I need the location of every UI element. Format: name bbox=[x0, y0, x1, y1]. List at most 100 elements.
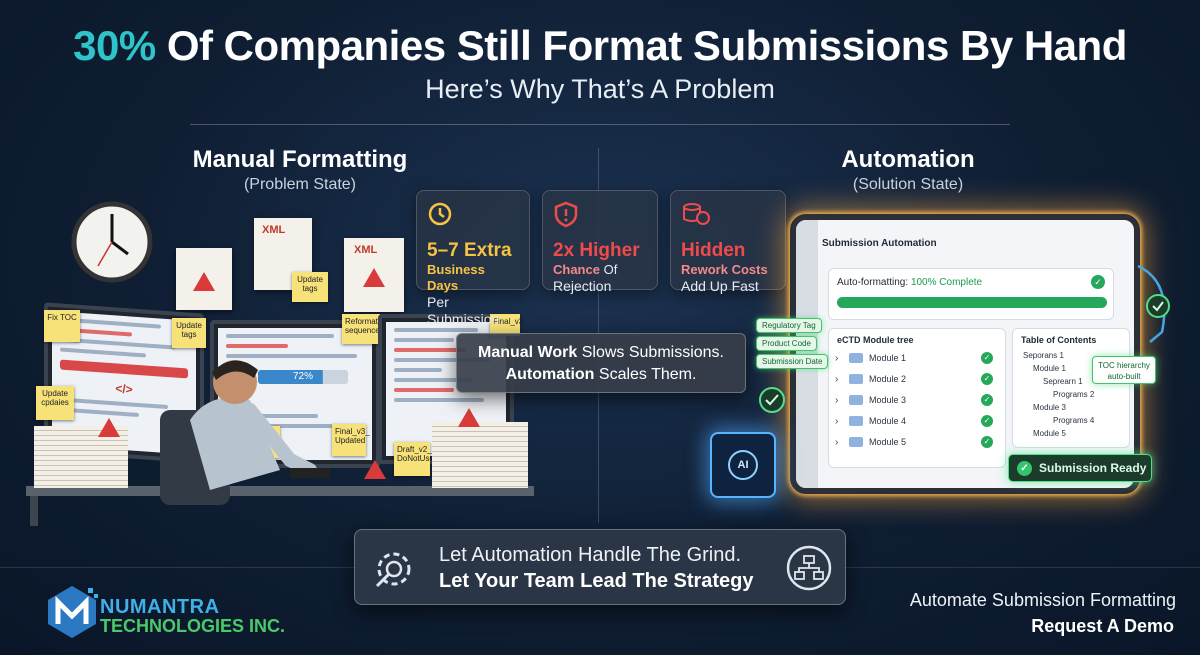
module-row[interactable]: › Module 1 ✓ bbox=[829, 349, 1005, 370]
manual-formatting-subtitle: (Problem State) bbox=[243, 176, 357, 193]
stat-rejection-of: Of bbox=[603, 262, 618, 277]
module-row[interactable]: › Module 2 ✓ bbox=[829, 370, 1005, 391]
automation-title: Automation bbox=[841, 146, 975, 173]
toc-item[interactable]: Seporans 1 bbox=[1023, 351, 1064, 360]
paper-stack bbox=[432, 422, 528, 488]
logo-subname: TECHNOLOGIES INC. bbox=[100, 616, 286, 636]
module-tree-title: eCTD Module tree bbox=[837, 335, 914, 345]
request-demo-link[interactable]: Request A Demo bbox=[1031, 616, 1174, 636]
numantra-logo-icon bbox=[48, 586, 98, 638]
tablet-title: Submission Automation bbox=[822, 238, 937, 249]
comparison-callout: Manual Work Slows Submissions. Automatio… bbox=[456, 333, 746, 393]
desk-leg bbox=[30, 496, 38, 526]
stat-rejection-emphasis: Chance bbox=[553, 262, 600, 277]
banner-line-1: Let Automation Handle The Grind. bbox=[439, 544, 742, 566]
flow-arrow-icon bbox=[1137, 264, 1170, 343]
wall-clock-icon bbox=[71, 201, 153, 283]
toc-item[interactable]: Module 5 bbox=[1033, 429, 1066, 438]
clock-icon bbox=[428, 202, 452, 226]
toc-item[interactable]: Programs 2 bbox=[1053, 390, 1095, 399]
sticky-note: Update tags bbox=[172, 318, 206, 348]
check-icon: ✓ bbox=[1017, 461, 1032, 476]
callout-bold-2: Automation bbox=[505, 366, 595, 383]
logo-name: NUMANTRA bbox=[100, 596, 220, 618]
xml-document: XML bbox=[344, 238, 404, 312]
stat-card-delay: 5–7 Extra Business Days Per Submission bbox=[416, 190, 530, 327]
stat-card-rejection: 2x Higher Chance Of Rejection bbox=[542, 190, 658, 294]
module-name: Module 3 bbox=[869, 395, 907, 405]
sticky-note: Update tags bbox=[292, 272, 328, 302]
check-icon: ✓ bbox=[981, 415, 993, 427]
toc-item[interactable]: Programs 4 bbox=[1053, 416, 1095, 425]
check-icon: ✓ bbox=[981, 436, 993, 448]
folder-icon bbox=[849, 395, 863, 405]
cta-text: Automate Submission Formatting bbox=[909, 590, 1176, 610]
stat-delay-value: 5–7 Extra bbox=[427, 240, 512, 261]
module-row[interactable]: ›Module 3✓ bbox=[829, 391, 1005, 412]
stat-costs-value: Hidden bbox=[681, 240, 746, 261]
xml-doc-label: XML bbox=[262, 224, 286, 236]
manual-formatting-title: Manual Formatting bbox=[192, 146, 408, 173]
chevron-right-icon: › bbox=[835, 353, 839, 364]
warning-icon bbox=[98, 418, 120, 437]
headline: 30% Of Companies Still Format Submission… bbox=[0, 22, 1200, 70]
toc-hierarchy-badge: TOC hierarchy auto-built bbox=[1092, 356, 1156, 384]
auto-format-status: 100% Complete bbox=[910, 277, 983, 288]
stat-rejection-value: 2x Higher bbox=[553, 240, 640, 261]
sticky-note: Fix TOC bbox=[44, 310, 80, 342]
chevron-right-icon: › bbox=[835, 374, 839, 385]
ectd-module-tree-panel: eCTD Module tree › Module 1 ✓ › Module 2 ✓ ›… bbox=[828, 328, 1006, 468]
automation-tablet: Submission Automation Auto-formatting: 1… bbox=[790, 214, 1140, 494]
callout-bold-1: Manual Work bbox=[477, 344, 578, 361]
table-of-contents-panel: Table of Contents Seporans 1 Module 1 Se… bbox=[1012, 328, 1130, 448]
check-icon: ✓ bbox=[981, 373, 993, 385]
sticky-note: Draft_v2_ DoNotUse bbox=[394, 442, 434, 476]
stat-costs-desc: Add Up Fast bbox=[681, 278, 759, 294]
submission-ready-label: Submission Ready bbox=[1039, 461, 1147, 475]
xml-doc-label: XML bbox=[354, 244, 378, 256]
callout-text-2: Scales Them. bbox=[598, 366, 697, 383]
warning-icon bbox=[364, 460, 386, 479]
toc-title: Table of Contents bbox=[1021, 335, 1097, 345]
callout-text-1: Slows Submissions. bbox=[581, 344, 724, 361]
stat-delay-unit: Business Days bbox=[427, 262, 485, 293]
module-name: Module 2 bbox=[869, 374, 907, 384]
strategy-banner: Let Automation Handle The Grind. Let You… bbox=[354, 529, 846, 605]
warning-icon bbox=[458, 408, 480, 427]
manual-progress-bar: 72% bbox=[258, 370, 348, 384]
toc-item[interactable]: Seprearn 1 bbox=[1043, 377, 1083, 386]
chevron-right-icon: › bbox=[835, 437, 839, 448]
headline-percent: 30% bbox=[73, 22, 156, 69]
shield-alert-icon bbox=[554, 201, 578, 228]
submission-date-pill: Submission Date bbox=[756, 354, 829, 369]
toc-item[interactable]: Module 3 bbox=[1033, 403, 1066, 412]
automation-subtitle: (Solution State) bbox=[852, 176, 964, 193]
ai-chip-icon: AI bbox=[710, 432, 776, 498]
folder-icon bbox=[849, 353, 863, 363]
coins-icon bbox=[683, 203, 710, 225]
folder-icon bbox=[849, 374, 863, 384]
module-row[interactable]: ›Module 4✓ bbox=[829, 412, 1005, 433]
module-row[interactable]: ›Module 5✓ bbox=[829, 433, 1005, 454]
banner-line-2: Let Your Team Lead The Strategy bbox=[439, 570, 754, 592]
gear-wrench-icon bbox=[375, 552, 411, 588]
folder-icon bbox=[849, 437, 863, 447]
product-code-pill: Product Code bbox=[756, 336, 817, 351]
desk bbox=[26, 486, 534, 496]
sticky-note: Final_v3 bbox=[490, 314, 523, 336]
stressed-worker-illustration bbox=[160, 360, 330, 505]
check-icon: ✓ bbox=[1091, 275, 1105, 289]
stat-rejection-desc: Rejection bbox=[553, 278, 612, 294]
check-icon: ✓ bbox=[981, 352, 993, 364]
manual-progress-fill bbox=[258, 370, 323, 384]
auto-format-progress-fill bbox=[837, 297, 1107, 308]
folder-icon bbox=[849, 416, 863, 426]
manual-office-scene: XML Update tags XML </> Fix TOC Update t… bbox=[0, 190, 600, 526]
check-icon: ✓ bbox=[981, 394, 993, 406]
module-name: Module 4 bbox=[869, 416, 907, 426]
stat-delay-desc: Per Submission bbox=[427, 294, 500, 327]
module-name: Module 1 bbox=[869, 353, 907, 363]
toc-item[interactable]: Module 1 bbox=[1033, 364, 1066, 373]
sticky-note: Final_v3_ Updated bbox=[332, 424, 370, 456]
check-circle-icon bbox=[759, 387, 785, 413]
